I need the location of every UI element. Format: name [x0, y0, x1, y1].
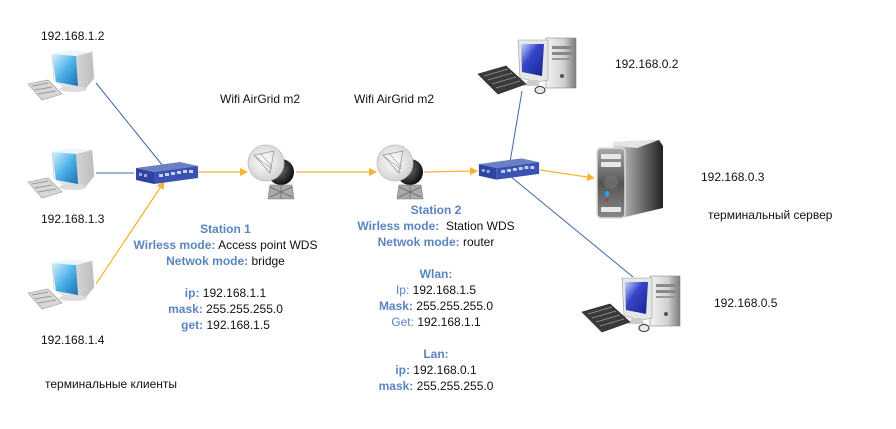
- link-client1-switch: [95, 82, 164, 167]
- s1-gw-key: get:: [181, 318, 204, 332]
- pc-bottom-ip: 192.168.0.5: [714, 296, 778, 310]
- client-pc-3-icon[interactable]: [26, 257, 98, 312]
- wifi-dish-1-icon[interactable]: [246, 143, 298, 201]
- s2-lan-ip-value: 192.168.0.1: [413, 363, 477, 377]
- s1-ip-key: ip:: [184, 286, 200, 300]
- s1-network-mode-value: bridge: [251, 254, 285, 268]
- s2-wlan-mask-value: 255.255.255.0: [416, 299, 494, 313]
- wifi-dish-2-icon[interactable]: [375, 143, 427, 201]
- link-dish2-switch2: [423, 167, 478, 176]
- s1-network-mode-key: Netwok mode:: [166, 254, 249, 268]
- link-client3-switch: [95, 181, 165, 285]
- station-2-title: Station 2: [410, 203, 462, 217]
- s2-wireless-mode-key: Wirless mode:: [357, 219, 440, 233]
- s1-mask-key: mask:: [168, 302, 203, 316]
- station-1-info: Station 1 Wirless mode: Access point WDS…: [118, 221, 333, 333]
- s2-lan-mask-key: mask:: [378, 379, 414, 393]
- link-switch2-pc-bottom: [509, 175, 634, 278]
- link-switch2-server: [539, 169, 595, 181]
- pc-top-ip: 192.168.0.2: [615, 57, 679, 71]
- s2-wlan-ip-value: 192.168.1.5: [412, 283, 477, 297]
- s2-network-mode-key: Netwok mode:: [377, 235, 460, 249]
- switch-right-icon[interactable]: [475, 156, 543, 182]
- client-3-ip: 192.168.1.4: [41, 333, 105, 347]
- s2-wlan-ip-key: Ip:: [395, 283, 410, 297]
- client-pc-1-icon[interactable]: [26, 48, 98, 103]
- s2-lan-mask-value: 255.255.255.0: [416, 379, 494, 393]
- server-ip: 192.168.0.3: [701, 170, 765, 184]
- station-2-info: Station 2 Wirless mode: Station WDS Netw…: [336, 202, 536, 394]
- s1-wireless-mode-value: Access point WDS: [218, 238, 318, 252]
- switch-left-icon[interactable]: [132, 160, 202, 186]
- s2-lan-heading: Lan:: [423, 347, 449, 361]
- s2-network-mode-value: router: [463, 235, 495, 249]
- desktop-pc-top-icon[interactable]: [476, 34, 582, 96]
- s2-lan-ip-key: ip:: [395, 363, 410, 377]
- s1-gw-value: 192.168.1.5: [206, 318, 270, 332]
- s1-mask-value: 255.255.255.0: [206, 302, 283, 316]
- dish-2-label: Wifi AirGrid m2: [354, 92, 435, 106]
- client-1-ip: 192.168.1.2: [41, 29, 105, 43]
- station-1-title: Station 1: [200, 222, 251, 236]
- s1-wireless-mode-key: Wirless mode:: [133, 238, 216, 252]
- client-2-ip: 192.168.1.3: [41, 212, 105, 226]
- client-pc-2-icon[interactable]: [26, 146, 98, 201]
- server-tower-icon[interactable]: [593, 138, 667, 222]
- server-caption: терминальный сервер: [708, 208, 833, 222]
- clients-caption: терминальные клиенты: [45, 377, 177, 391]
- desktop-pc-bottom-icon[interactable]: [580, 272, 686, 334]
- s2-wlan-mask-key: Mask:: [378, 299, 413, 313]
- s1-ip-value: 192.168.1.1: [202, 286, 267, 300]
- s2-wlan-gw-key: Get:: [391, 315, 414, 329]
- s2-wlan-heading: Wlan:: [419, 267, 453, 281]
- dish-1-label: Wifi AirGrid m2: [220, 92, 301, 106]
- s2-wireless-mode-value: Station WDS: [445, 219, 515, 233]
- s2-wlan-gw-value: 192.168.1.1: [417, 315, 481, 329]
